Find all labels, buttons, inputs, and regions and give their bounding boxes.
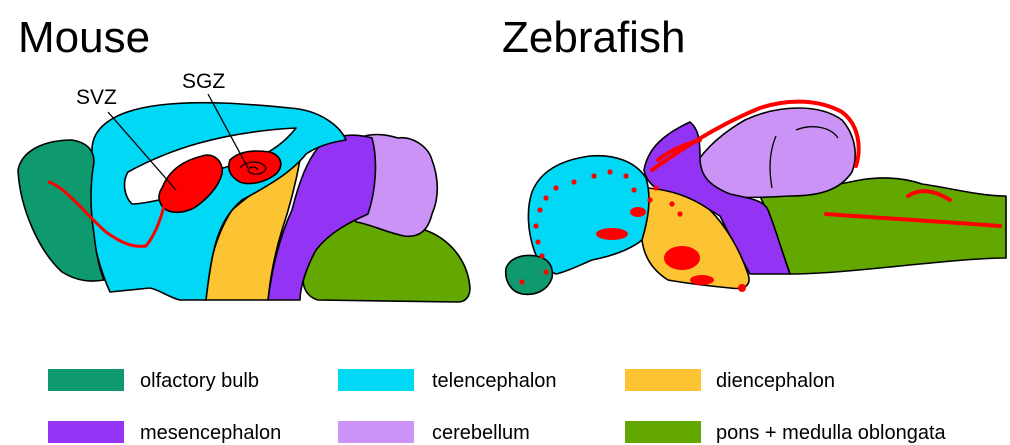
zebrafish-diencephalic-dot	[738, 284, 746, 292]
zebrafish-telencephalic-niche	[596, 228, 628, 240]
legend-item-olfactory-bulb: olfactory bulb	[48, 369, 259, 392]
zebrafish-title: Zebrafish	[502, 13, 685, 62]
zebrafish-telencephalon	[528, 156, 649, 274]
legend-label-pons-medulla: pons + medulla oblongata	[716, 422, 946, 444]
legend-item-cerebellum: cerebellum	[338, 421, 530, 444]
legend-item-pons-medulla: pons + medulla oblongata	[625, 421, 946, 444]
legend-swatch-olfactory-bulb	[48, 369, 124, 391]
legend: olfactory bulb telencephalon diencephalo…	[48, 369, 946, 444]
legend-item-diencephalon: diencephalon	[625, 369, 835, 392]
legend-item-mesencephalon: mesencephalon	[48, 421, 281, 444]
zebrafish-brain	[506, 102, 1006, 295]
legend-swatch-telencephalon	[338, 369, 414, 391]
legend-label-mesencephalon: mesencephalon	[140, 422, 281, 444]
zebrafish-preoptic-niche	[630, 207, 646, 217]
legend-label-olfactory-bulb: olfactory bulb	[140, 370, 259, 392]
sgz-label: SGZ	[182, 70, 225, 93]
legend-swatch-cerebellum	[338, 421, 414, 443]
zebrafish-olfactory-bulb	[506, 256, 553, 295]
mouse-olfactory-bulb	[18, 140, 104, 281]
legend-label-cerebellum: cerebellum	[432, 422, 530, 444]
legend-swatch-diencephalon	[625, 369, 701, 391]
mouse-brain: SVZ SGZ	[18, 70, 470, 302]
legend-label-diencephalon: diencephalon	[716, 370, 835, 392]
zebrafish-hypothalamic-niche-2	[690, 275, 714, 285]
legend-swatch-mesencephalon	[48, 421, 124, 443]
legend-label-telencephalon: telencephalon	[432, 370, 557, 392]
legend-swatch-pons-medulla	[625, 421, 701, 443]
mouse-title: Mouse	[18, 13, 150, 62]
legend-item-telencephalon: telencephalon	[338, 369, 557, 392]
svz-label: SVZ	[76, 86, 117, 109]
zebrafish-hypothalamic-niche-1	[664, 246, 700, 270]
